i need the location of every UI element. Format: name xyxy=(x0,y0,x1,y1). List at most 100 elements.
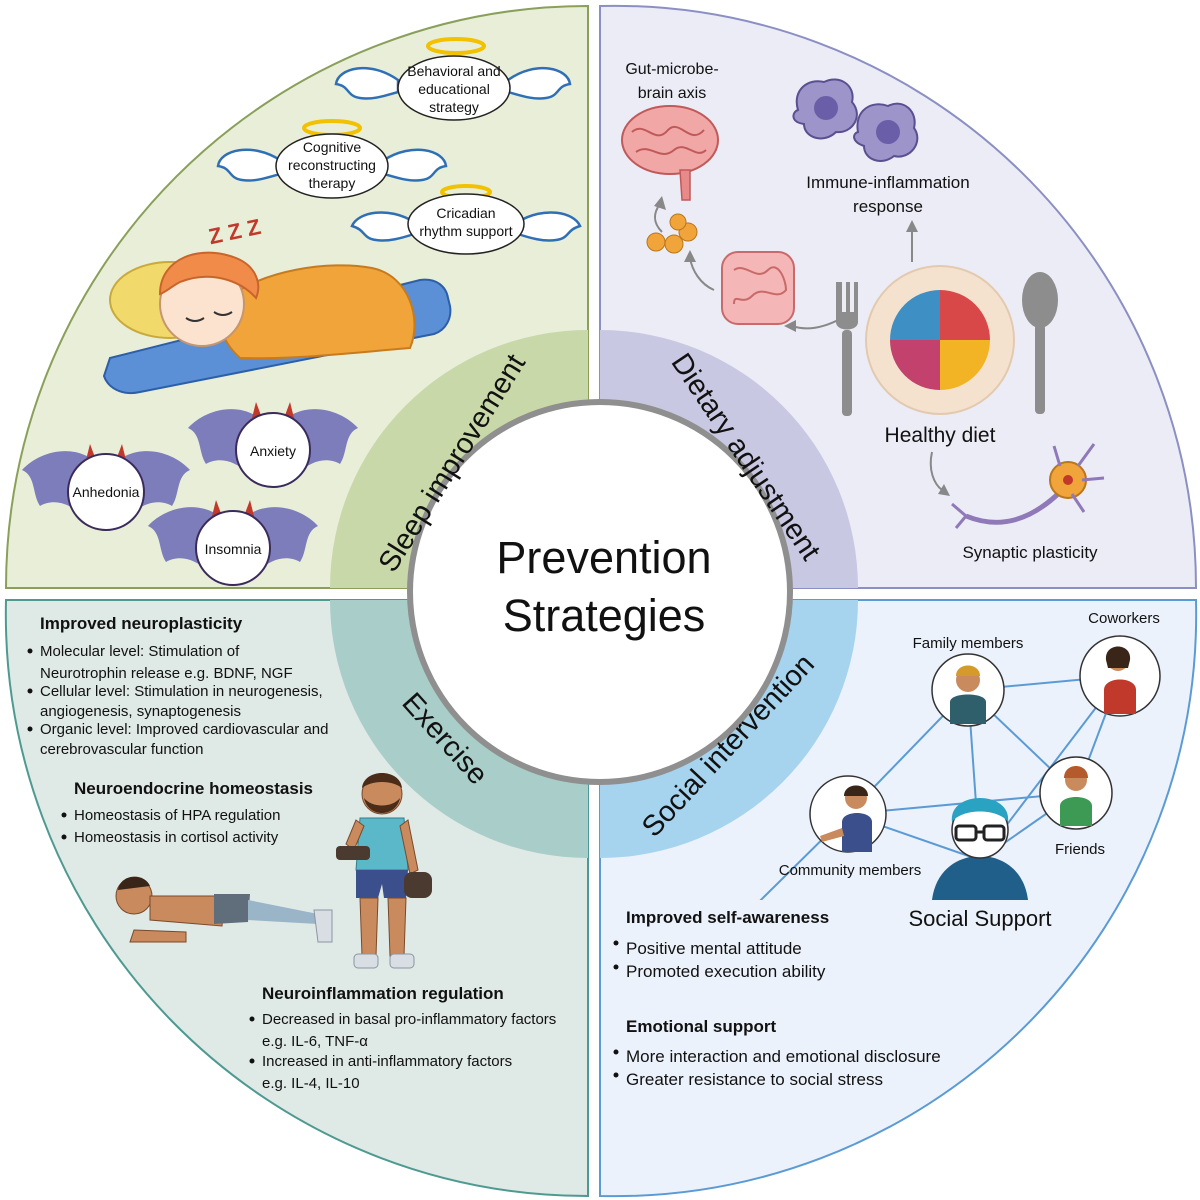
symptom-bubble xyxy=(195,510,271,586)
social-support-label: Social Support xyxy=(908,906,1051,931)
neuroplasticity-bullet-3a: Organic level: Improved cardiovascular a… xyxy=(40,721,328,738)
plate-red-section xyxy=(940,290,990,340)
dendrite-icon xyxy=(1052,443,1105,513)
blanket-icon xyxy=(219,264,416,360)
neuroinflammation-title: Neuroinflammation regulation xyxy=(262,984,504,1003)
network-mask xyxy=(604,900,904,1100)
self-awareness-title: Improved self-awareness xyxy=(626,908,829,927)
emotional-support-title: Emotional support xyxy=(626,1017,777,1036)
sleeping-person-illustration xyxy=(102,251,452,394)
halo-bubble xyxy=(397,55,511,121)
person-hair-icon xyxy=(956,665,980,676)
brain-icon xyxy=(621,105,719,201)
gut-brain-label-line1: Gut-microbe- xyxy=(625,61,718,78)
plate-blue-section xyxy=(890,290,940,340)
neuroplasticity-bullet-1b: Neurotrophin release e.g. BDNF, NGF xyxy=(40,665,293,682)
spoon-icon xyxy=(1022,272,1058,414)
fork-icon xyxy=(836,282,858,416)
center-title-line2: Strategies xyxy=(503,590,706,641)
neuroinflammation-bullet-2b: e.g. IL-4, IL-10 xyxy=(262,1075,360,1092)
arrow-to-neuron xyxy=(929,451,943,491)
friends-label: Friends xyxy=(1055,841,1105,858)
wing-right-icon xyxy=(516,211,582,242)
strategy-cognitive-line3: therapy xyxy=(309,175,356,191)
cell-nucleus xyxy=(876,120,900,144)
shoe-icon xyxy=(353,953,379,969)
hair-icon xyxy=(118,876,150,890)
arrowhead-icon xyxy=(784,320,796,332)
closed-eye-icon xyxy=(213,311,233,316)
dendrite-icon xyxy=(951,502,968,529)
strategy-circadian-line1: Cricadian xyxy=(436,205,495,221)
person-shoulders-icon xyxy=(932,856,1028,900)
symptom-anhedonia: Anhedonia xyxy=(73,484,140,500)
neuron-nucleus xyxy=(1063,475,1073,485)
center-title-line1: Prevention xyxy=(496,532,711,583)
healthy-plate-icon xyxy=(865,265,1015,415)
beard-icon xyxy=(364,798,400,813)
neuron-icon xyxy=(951,443,1105,529)
symptom-insomnia: Insomnia xyxy=(205,541,262,557)
bullet-icon xyxy=(249,1016,255,1022)
devil-horn-icon xyxy=(212,500,222,516)
arrowhead-icon xyxy=(938,484,950,496)
shorts-icon xyxy=(356,870,408,898)
emotional-bullet-2: Greater resistance to social stress xyxy=(626,1070,883,1089)
strategy-behavioral-line3: strategy xyxy=(429,99,479,115)
plate-yellow-section xyxy=(940,340,990,390)
fork-handle xyxy=(842,330,852,416)
bullet-icon xyxy=(613,1072,619,1078)
strategy-behavioral-line2: educational xyxy=(418,81,490,97)
shorts-icon xyxy=(214,894,250,924)
arm-icon xyxy=(129,929,187,943)
bat-anhedonia: Anhedonia xyxy=(22,444,190,531)
wing-left-icon xyxy=(350,211,416,242)
node-coworkers xyxy=(1079,635,1161,717)
arrowhead-icon xyxy=(654,196,666,210)
neuroplasticity-bullet-2a: Cellular level: Stimulation in neurogene… xyxy=(40,683,323,700)
bullet-icon xyxy=(249,1058,255,1064)
coworkers-label: Coworkers xyxy=(1088,610,1160,627)
neuroendocrine-title: Neuroendocrine homeostasis xyxy=(74,779,313,798)
node-friends xyxy=(1039,756,1113,830)
person-body-icon xyxy=(1104,679,1136,714)
bullet-icon xyxy=(27,726,33,732)
dumbbell-exercise-illustration xyxy=(336,773,432,969)
intestine-fold-icon xyxy=(733,266,788,305)
bullet-icon xyxy=(27,688,33,694)
strategy-cognitive-line1: Cognitive xyxy=(303,139,362,155)
wing-left-icon xyxy=(216,148,282,182)
torso-icon xyxy=(149,895,225,927)
center-circle xyxy=(407,399,793,785)
dumbbell-icon xyxy=(336,846,370,860)
halo-bubble xyxy=(275,133,389,199)
immune-cells-icon xyxy=(792,78,919,162)
halo-bubble xyxy=(407,193,525,255)
bullet-icon xyxy=(613,1049,619,1055)
social-support-person-icon xyxy=(932,798,1028,900)
angel-strategy-circadian: Cricadian rhythm support xyxy=(350,184,582,255)
arrowhead-icon xyxy=(906,220,918,232)
neuroplasticity-bullet-1a: Molecular level: Stimulation of xyxy=(40,643,240,660)
shoe-icon xyxy=(389,953,415,969)
person-hair-icon xyxy=(951,798,1009,822)
bullet-icon xyxy=(613,964,619,970)
neuroplasticity-title: Improved neuroplasticity xyxy=(40,614,243,633)
neuroinflammation-bullet-1a: Decreased in basal pro-inflammatory fact… xyxy=(262,1011,556,1028)
person-body-icon xyxy=(950,694,986,724)
person-hair-icon xyxy=(1064,766,1088,778)
spoon-bowl xyxy=(1022,272,1058,328)
plank-exercise-illustration xyxy=(115,876,333,943)
neuroendocrine-bullet-1: Homeostasis of HPA regulation xyxy=(74,807,281,824)
bullet-icon xyxy=(61,812,67,818)
node-family xyxy=(931,653,1005,727)
neuroplasticity-bullet-2b: angiogenesis, synaptogenesis xyxy=(40,703,241,720)
microbe-dot xyxy=(669,213,687,231)
symptom-bubble xyxy=(235,412,311,488)
fork-head xyxy=(836,282,858,330)
synaptic-plasticity-label: Synaptic plasticity xyxy=(962,543,1098,562)
bat-anxiety: Anxiety xyxy=(188,402,358,488)
symptom-bubble xyxy=(67,453,145,531)
gut-brain-label-line2: brain axis xyxy=(638,85,706,102)
